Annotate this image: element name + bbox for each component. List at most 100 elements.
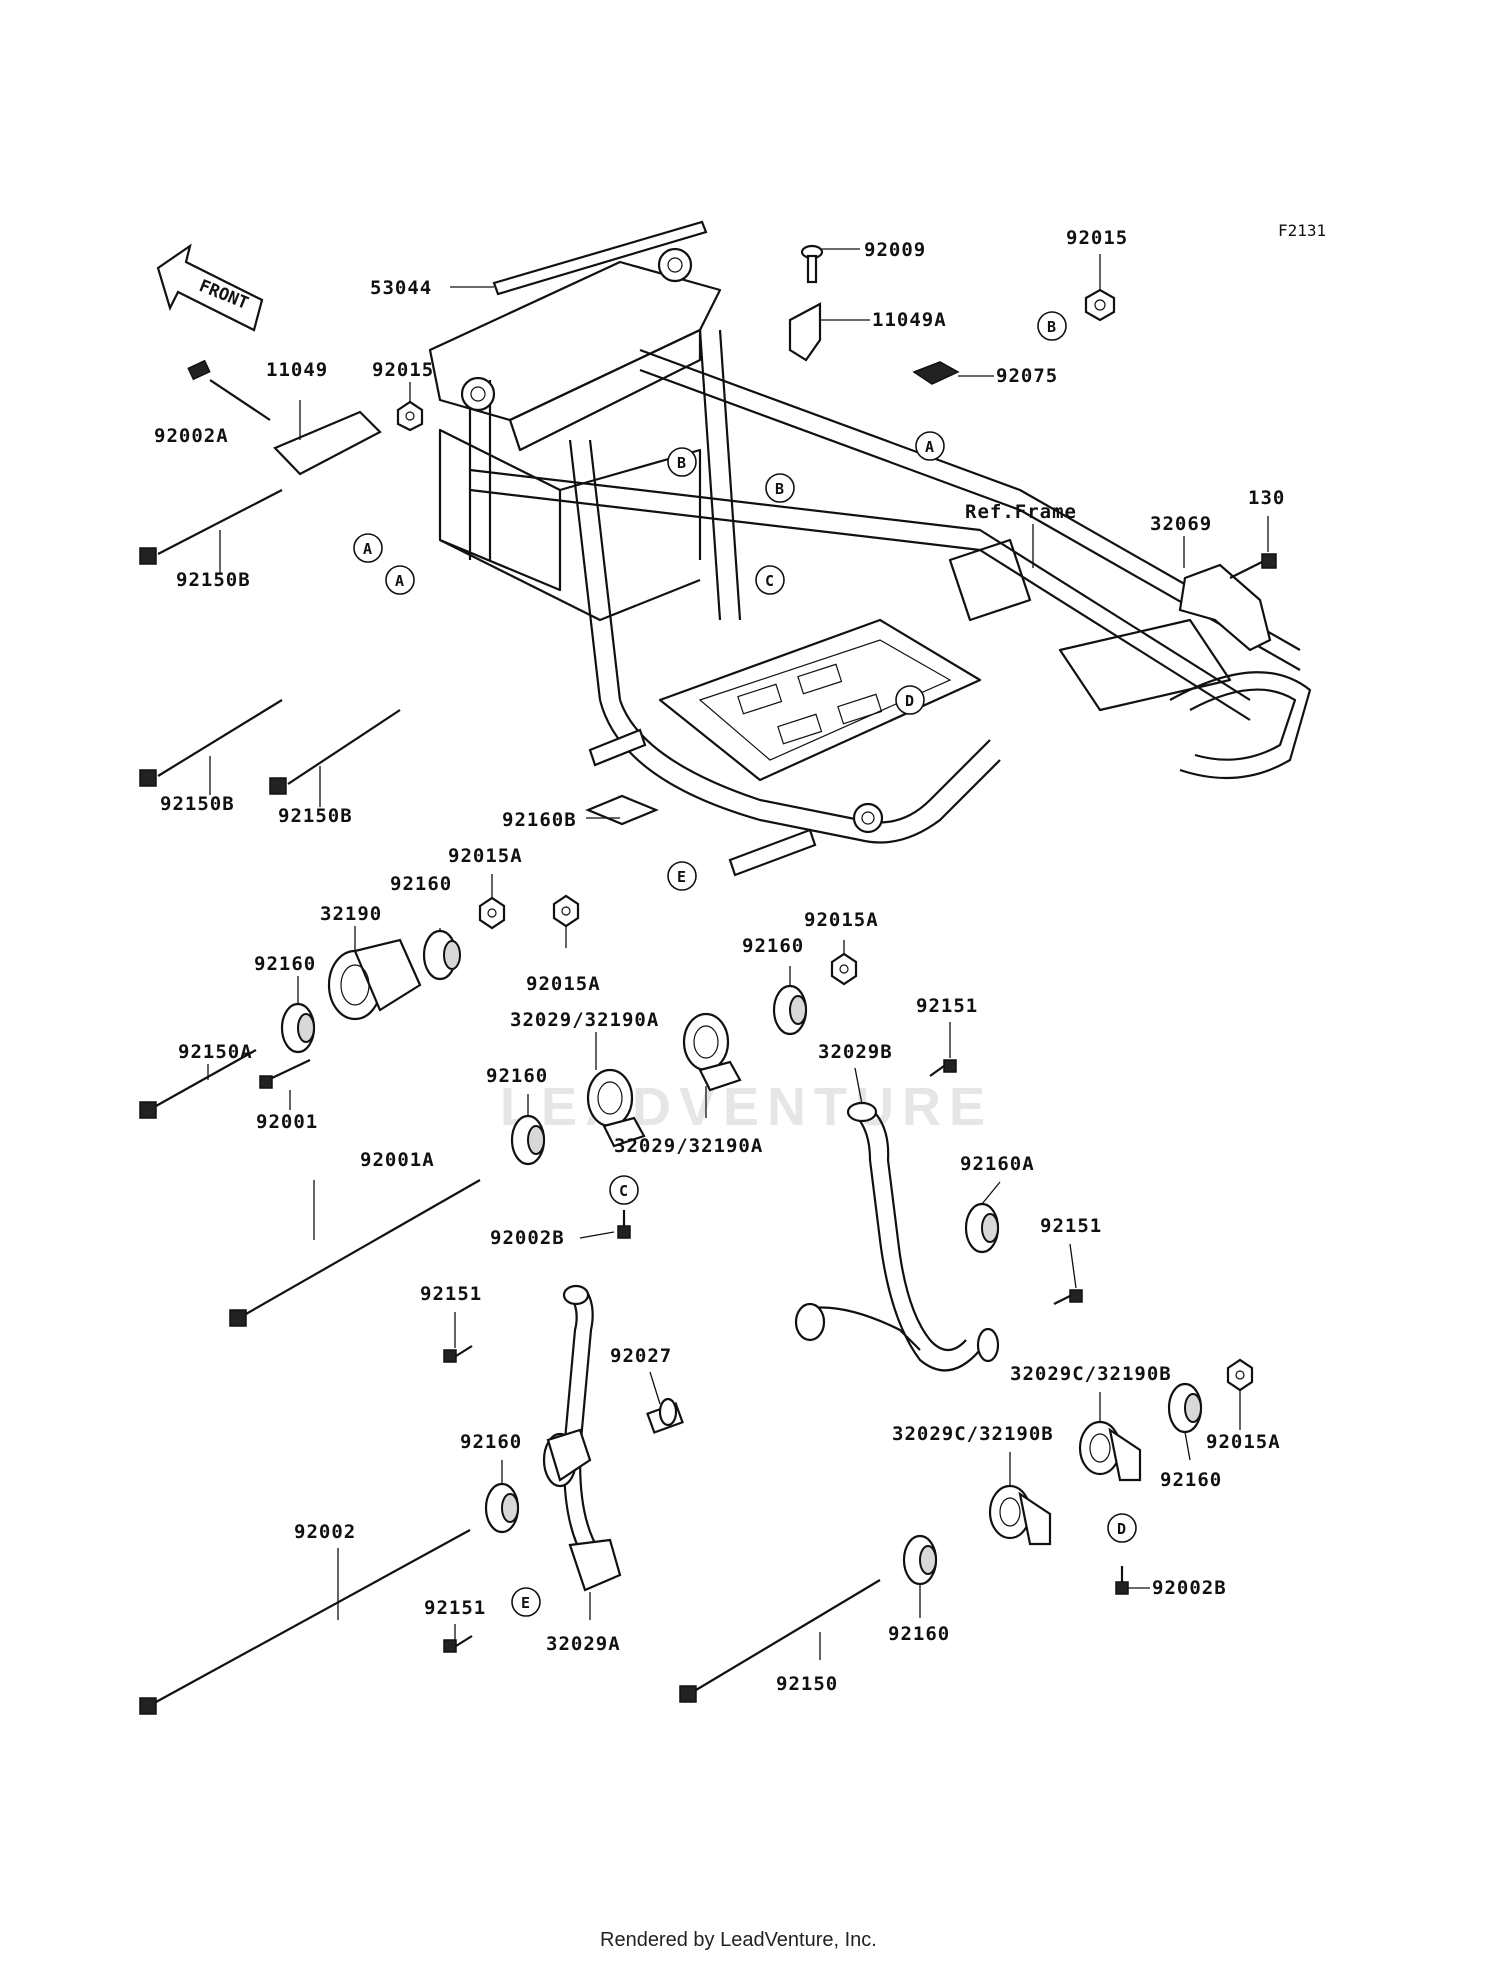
label-92160-1: 92160 [390, 873, 452, 895]
ref-circle-d-1: D [895, 685, 925, 715]
label-32029-32190A-1: 32029/32190A [510, 1009, 659, 1031]
svg-text:E: E [521, 1594, 530, 1612]
front-arrow-icon: FRONT [156, 243, 264, 332]
nut-92015-top-icon [1084, 288, 1116, 322]
rod-53044-icon [492, 220, 708, 296]
label-92075: 92075 [996, 365, 1058, 387]
nut-92015A-4-icon [1226, 1358, 1254, 1392]
label-92015-top: 92015 [1066, 227, 1128, 249]
bolt-92002B-1-icon [617, 1210, 631, 1239]
label-92160-7: 92160 [888, 1623, 950, 1645]
ref-circle-e-1: E [667, 861, 697, 891]
label-92002: 92002 [294, 1521, 356, 1543]
ref-circle-b-1: B [1037, 311, 1067, 341]
watermark: LEADVENTURE [500, 1077, 993, 1137]
ref-circle-e-2: E [511, 1587, 541, 1617]
frame-drawing [428, 247, 1312, 877]
bolt-130-icon [1229, 553, 1277, 579]
label-32190: 32190 [320, 903, 382, 925]
nut-92015-left-icon [396, 400, 424, 432]
label-92160-6: 92160 [460, 1431, 522, 1453]
bolt-92150-icon [679, 1579, 881, 1703]
svg-text:B: B [1047, 318, 1056, 336]
label-92150B-2: 92150B [160, 793, 235, 815]
ref-circle-a-1: A [353, 533, 383, 563]
clamp-32029C-32190B-2-icon [988, 1484, 1052, 1546]
damper-92160-1-icon [422, 929, 461, 981]
label-32029B: 32029B [818, 1041, 893, 1063]
damper-92160B-icon [585, 794, 659, 826]
bolt-92150B-top-icon [139, 489, 283, 565]
damper-92160-6-icon [484, 1482, 520, 1534]
label-32029A: 32029A [546, 1633, 621, 1655]
label-92002B-1: 92002B [490, 1227, 565, 1249]
label-92160-5: 92160 [1160, 1469, 1222, 1491]
svg-text:B: B [775, 480, 784, 498]
svg-text:A: A [363, 540, 372, 558]
label-92151-4: 92151 [424, 1597, 486, 1619]
svg-text:D: D [905, 692, 914, 710]
svg-text:E: E [677, 868, 686, 886]
diagram-code: F2131 [1278, 221, 1326, 240]
clamp-32190-icon [327, 938, 422, 1021]
svg-text:A: A [925, 438, 934, 456]
damper-92160-5-icon [1167, 1382, 1203, 1434]
label-32029C-32190B-2: 32029C/32190B [892, 1423, 1054, 1445]
ref-circle-c-1: C [755, 565, 785, 595]
label-92160-2: 92160 [254, 953, 316, 975]
ref-circle-b-3: B [765, 473, 795, 503]
label-92027: 92027 [610, 1345, 672, 1367]
label-11049A: 11049A [872, 309, 947, 331]
label-92015-left: 92015 [372, 359, 434, 381]
label-92015A-2: 92015A [526, 973, 601, 995]
svg-text:D: D [1117, 1520, 1126, 1538]
label-92002A: 92002A [154, 425, 229, 447]
bolt-92150B-mid-icon [139, 699, 283, 787]
bolt-92002-icon [139, 1529, 471, 1715]
svg-text:A: A [395, 572, 404, 590]
label-92001A: 92001A [360, 1149, 435, 1171]
label-11049: 11049 [266, 359, 328, 381]
collar-92027-icon [646, 1397, 684, 1434]
nut-92015A-3-icon [830, 952, 858, 986]
ref-circle-d-2: D [1107, 1513, 1137, 1543]
label-32069: 32069 [1150, 513, 1212, 535]
bolt-92151-4-icon [443, 1635, 473, 1653]
damper-92160-7-icon [902, 1534, 938, 1586]
nut-92015A-1-icon [478, 896, 506, 930]
bracket-11049A-icon [788, 302, 822, 362]
clamp-32029-32190A-1-icon [682, 1012, 742, 1092]
pad-92075-icon [912, 361, 960, 385]
label-92160-3: 92160 [742, 935, 804, 957]
mount-32029A-icon [542, 1284, 622, 1592]
label-92151-1: 92151 [916, 995, 978, 1017]
damper-92160-3-icon [772, 984, 808, 1036]
ref-circle-a-3: A [915, 431, 945, 461]
label-92151-3: 92151 [420, 1283, 482, 1305]
screw-92009-icon [800, 244, 824, 284]
svg-text:B: B [677, 454, 686, 472]
bolt-92150A-icon [139, 1049, 257, 1119]
bolt-92151-1-icon [929, 1059, 957, 1077]
label-130: 130 [1248, 487, 1285, 509]
ref-circle-b-2: B [667, 447, 697, 477]
bolt-92151-2-icon [1053, 1289, 1083, 1305]
nut-92015A-2-icon [552, 894, 580, 928]
bolt-92002A-icon [187, 359, 271, 421]
label-92015A-1: 92015A [448, 845, 523, 867]
label-92160A: 92160A [960, 1153, 1035, 1175]
label-32029C-32190B-1: 32029C/32190B [1010, 1363, 1172, 1385]
damper-92160A-icon [964, 1202, 1000, 1254]
label-92160-4: 92160 [486, 1065, 548, 1087]
part-labels: 53044 92009 92015 11049A 92075 11049 920… [154, 227, 1285, 1695]
svg-text:C: C [619, 1182, 628, 1200]
ref-circle-a-2: A [385, 565, 415, 595]
ref-circle-c-2: C [609, 1175, 639, 1205]
label-92150B-1: 92150B [176, 569, 251, 591]
clamp-32029C-32190B-1-icon [1078, 1420, 1142, 1482]
label-32029-32190A-2: 32029/32190A [614, 1135, 763, 1157]
label-92015A-3: 92015A [804, 909, 879, 931]
footer-credit: Rendered by LeadVenture, Inc. [600, 1929, 877, 1951]
label-92002B-2: 92002B [1152, 1577, 1227, 1599]
